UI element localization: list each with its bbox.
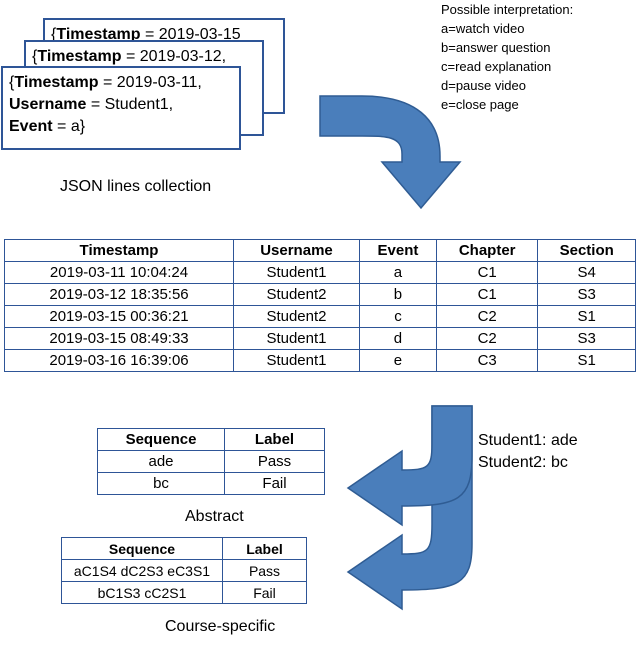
student-sequence: Student2: bc	[478, 454, 568, 471]
table-cell: S4	[537, 261, 636, 284]
table-cell: Pass	[222, 559, 307, 582]
table-header-row: Sequence Label	[97, 428, 325, 451]
interpretation-item: a=watch video	[441, 21, 525, 36]
column-header: Event	[358, 239, 437, 262]
interpretation-item: b=answer question	[441, 40, 551, 55]
table-cell: ade	[97, 450, 225, 473]
json-caption: JSON lines collection	[60, 178, 212, 195]
table-cell: Fail	[222, 581, 307, 604]
table-cell: Student2	[233, 283, 360, 306]
table-row: aC1S4 dC2S3 eC3S1 Pass	[61, 559, 307, 582]
table-cell: 2019-03-16 16:39:06	[3, 349, 235, 372]
column-header: Sequence	[97, 428, 225, 451]
student-sequences: Student1: ade Student2: bc	[478, 430, 578, 474]
interpretation-legend: Possible interpretation: a=watch video b…	[441, 0, 573, 114]
table-cell: bC1S3 cC2S1	[61, 581, 223, 604]
table-cell: bc	[97, 472, 225, 495]
table-cell: Pass	[224, 450, 325, 473]
event-table: Timestamp Username Event Chapter Section…	[3, 239, 636, 372]
course-specific-table: Sequence Label aC1S4 dC2S3 eC3S1 Pass bC…	[61, 537, 307, 604]
table-row: 2019-03-12 18:35:56 Student2 b C1 S3	[3, 283, 636, 306]
interpretation-item: e=close page	[441, 97, 519, 112]
table-cell: S3	[537, 327, 636, 350]
column-header: Label	[224, 428, 325, 451]
table-header-row: Sequence Label	[61, 537, 307, 560]
table-cell: S3	[537, 283, 636, 306]
table-cell: C1	[435, 283, 539, 306]
column-header: Timestamp	[3, 239, 235, 262]
table-cell: 2019-03-11 10:04:24	[3, 261, 235, 284]
table-cell: C2	[435, 305, 539, 328]
column-header: Label	[222, 537, 307, 560]
table-cell: S1	[537, 305, 636, 328]
table-cell: e	[358, 349, 437, 372]
table-cell: Student1	[233, 261, 360, 284]
table-cell: 2019-03-12 18:35:56	[3, 283, 235, 306]
table-cell: c	[358, 305, 437, 328]
split-arrow-icon	[346, 405, 473, 611]
card-key: Timestamp	[56, 26, 141, 43]
interpretation-item: d=pause video	[441, 78, 526, 93]
card-key: Timestamp	[37, 48, 122, 65]
table-cell: Fail	[224, 472, 325, 495]
table-row: bC1S3 cC2S1 Fail	[61, 581, 307, 604]
column-header: Username	[233, 239, 360, 262]
column-header: Section	[537, 239, 636, 262]
table-row: bc Fail	[97, 472, 325, 495]
table-cell: d	[358, 327, 437, 350]
abstract-caption: Abstract	[185, 508, 244, 525]
card-key: Event	[9, 118, 53, 135]
student-sequence: Student1: ade	[478, 432, 578, 449]
table-cell: b	[358, 283, 437, 306]
table-cell: C2	[435, 327, 539, 350]
table-row: 2019-03-16 16:39:06 Student1 e C3 S1	[3, 349, 636, 372]
table-row: 2019-03-15 08:49:33 Student1 d C2 S3	[3, 327, 636, 350]
table-cell: Student1	[233, 349, 360, 372]
table-row: 2019-03-11 10:04:24 Student1 a C1 S4	[3, 261, 636, 284]
table-cell: Student1	[233, 327, 360, 350]
table-cell: 2019-03-15 00:36:21	[3, 305, 235, 328]
table-cell: Student2	[233, 305, 360, 328]
table-cell: aC1S4 dC2S3 eC3S1	[61, 559, 223, 582]
table-cell: S1	[537, 349, 636, 372]
json-card-1: {Timestamp = 2019-03-11, Username = Stud…	[1, 66, 241, 150]
interpretation-item: c=read explanation	[441, 59, 552, 74]
abstract-table: Sequence Label ade Pass bc Fail	[97, 428, 325, 495]
table-header-row: Timestamp Username Event Chapter Section	[3, 239, 636, 262]
card-key: Username	[9, 96, 87, 113]
course-specific-caption: Course-specific	[165, 618, 276, 635]
curved-arrow-icon	[319, 95, 462, 210]
interpretation-title: Possible interpretation:	[441, 2, 574, 17]
column-header: Sequence	[61, 537, 223, 560]
table-row: ade Pass	[97, 450, 325, 473]
column-header: Chapter	[435, 239, 539, 262]
table-row: 2019-03-15 00:36:21 Student2 c C2 S1	[3, 305, 636, 328]
card-key: Timestamp	[14, 74, 99, 91]
table-cell: C1	[435, 261, 539, 284]
table-cell: C3	[435, 349, 539, 372]
table-cell: a	[358, 261, 437, 284]
table-cell: 2019-03-15 08:49:33	[3, 327, 235, 350]
